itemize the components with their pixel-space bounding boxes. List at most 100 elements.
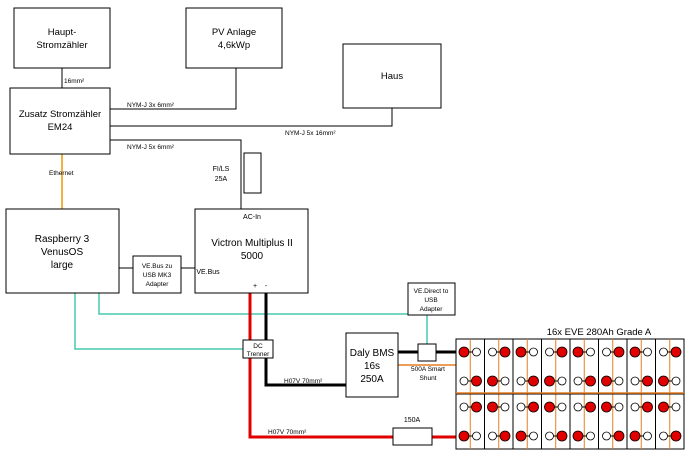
cell-positive-terminal <box>528 401 539 413</box>
cell-positive-terminal <box>658 401 669 413</box>
pv-label-2: 4,6kWp <box>218 40 250 51</box>
cell-positive-terminal <box>499 430 511 442</box>
cell-positive-terminal <box>629 346 641 358</box>
cell-negative-terminal <box>529 431 538 441</box>
cell-positive-terminal <box>642 375 653 387</box>
cell-negative-terminal <box>602 431 611 441</box>
pv-label-1: PV Anlage <box>212 27 256 38</box>
cell-positive-terminal <box>585 401 596 413</box>
cell-positive-terminal <box>515 346 527 358</box>
cell-negative-terminal <box>488 431 497 441</box>
cell-negative-terminal <box>573 402 583 412</box>
cell-positive-terminal <box>670 346 682 358</box>
multi-cable-label: NYM-J 5x 6mm² <box>127 144 175 151</box>
cell-positive-terminal <box>556 346 568 358</box>
cell-positive-terminal <box>629 430 641 442</box>
pv-cable-wire <box>110 68 237 110</box>
cell-negative-terminal <box>500 376 510 386</box>
daly-bms-box <box>345 332 399 398</box>
vebus-adapter-label-2: USB MK3 <box>143 272 172 279</box>
haus-box <box>342 43 442 109</box>
cell-negative-terminal <box>614 402 624 412</box>
cell-negative-terminal <box>643 431 652 441</box>
smart-shunt-box <box>417 343 437 362</box>
cell-positive-terminal <box>458 346 470 358</box>
haupt-label-2: Stromzähler <box>36 40 87 51</box>
daly-label-1: Daly BMS <box>350 348 395 359</box>
cell-negative-terminal <box>529 347 538 357</box>
fi-ls-label-1: FI/LS <box>213 166 230 173</box>
cell-negative-terminal <box>586 347 595 357</box>
battery-title: 16x EVE 280Ah Grade A <box>547 327 652 338</box>
cell-positive-terminal <box>585 375 596 387</box>
dc-trenner-box <box>242 339 274 359</box>
cell-negative-terminal <box>630 402 640 412</box>
cell-negative-terminal <box>545 347 554 357</box>
victron-box <box>194 208 309 294</box>
cell-negative-terminal <box>630 376 640 386</box>
raspberry-box <box>5 208 120 294</box>
cell-positive-terminal <box>487 401 498 413</box>
cell-positive-terminal <box>601 401 612 413</box>
cell-positive-terminal <box>658 375 669 387</box>
haupt-label-1: Haupt- <box>48 27 77 38</box>
fuse-150a-box <box>392 427 433 446</box>
battery-cells <box>455 338 685 450</box>
raspberry-label-3: large <box>51 260 74 271</box>
vebus-adapter-label-1: VE.Bus zu <box>142 263 173 270</box>
cell-negative-terminal <box>459 376 469 386</box>
cell-negative-terminal <box>488 347 497 357</box>
trenner-data-wire <box>74 293 243 350</box>
raspberry-label-1: Raspberry 3 <box>35 234 90 245</box>
pv-cable-label: NYM-J 3x 6mm² <box>127 102 175 109</box>
zusatz-label-1: Zusatz Stromzähler <box>19 109 101 120</box>
cell-negative-terminal <box>516 376 526 386</box>
h07v-bottom-label: H07V 70mm² <box>268 429 307 436</box>
daly-label-3: 250A <box>360 374 384 385</box>
haus-cable-label: NYM-J 5x 16mm² <box>285 130 336 137</box>
vedirect-data-wire <box>98 293 408 315</box>
dc-trenner-label-2: Trenner <box>247 351 270 358</box>
vedirect-label-3: Adapter <box>420 306 444 313</box>
ethernet-label: Ethernet <box>49 170 74 177</box>
shunt-label-1: 500A Smart <box>411 366 445 373</box>
cell-negative-terminal <box>643 347 652 357</box>
fuse-label: 150A <box>404 417 421 424</box>
vebus-adapter-box <box>132 255 182 294</box>
battery-pack <box>455 338 685 450</box>
pv-anlage-box <box>185 7 283 69</box>
vedirect-label-2: USB <box>424 297 437 304</box>
vebus-adapter-label-3: Adapter <box>146 281 170 288</box>
cell-negative-terminal <box>545 431 554 441</box>
cell-negative-terminal <box>500 402 510 412</box>
cable-16mm-label: 16mm² <box>64 78 85 85</box>
zusatz-label-2: EM24 <box>48 122 73 133</box>
cell-positive-terminal <box>556 430 568 442</box>
victron-minus-label: - <box>265 283 268 290</box>
cell-negative-terminal <box>614 376 624 386</box>
cell-positive-terminal <box>499 346 511 358</box>
cell-negative-terminal <box>671 402 681 412</box>
victron-acin-label: AC-In <box>243 214 261 221</box>
fi-ls-label-2: 25A <box>215 176 228 183</box>
cell-negative-terminal <box>573 376 583 386</box>
h07v-top-label: H07V 70mm² <box>284 378 323 385</box>
cell-negative-terminal <box>586 431 595 441</box>
cell-positive-terminal <box>613 430 625 442</box>
vedirect-label-1: VE.Direct to <box>414 288 449 295</box>
cell-negative-terminal <box>557 376 567 386</box>
dc-trenner-label-1: DC <box>253 343 263 350</box>
cell-negative-terminal <box>472 431 481 441</box>
haus-cable-wire <box>110 108 393 127</box>
cell-positive-terminal <box>544 401 555 413</box>
cell-positive-terminal <box>613 346 625 358</box>
cell-negative-terminal <box>516 402 526 412</box>
negative-cable <box>264 293 346 387</box>
cell-negative-terminal <box>602 347 611 357</box>
raspberry-label-2: VenusOS <box>41 247 84 258</box>
cell-positive-terminal <box>471 401 482 413</box>
cell-negative-terminal <box>659 347 668 357</box>
victron-plus-label: + <box>253 283 257 290</box>
